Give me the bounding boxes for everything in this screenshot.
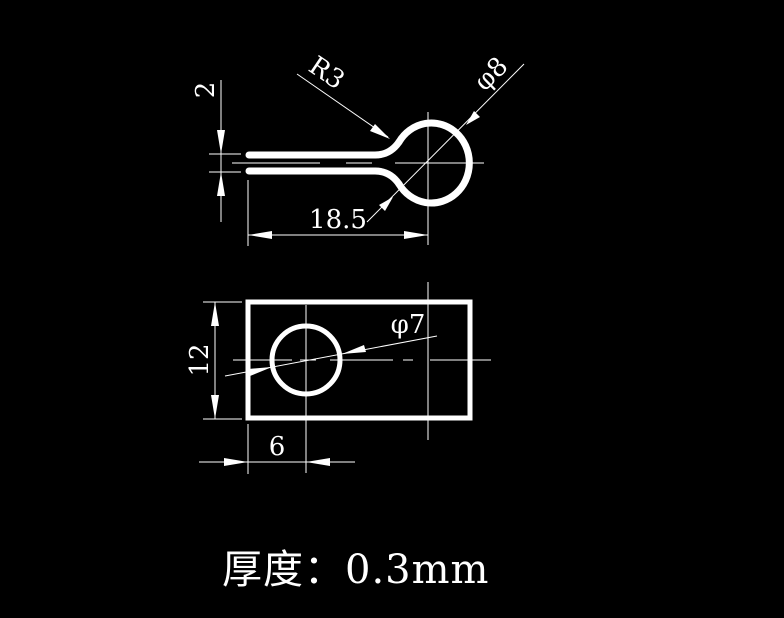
front-view-plate: 12 φ7 6 — [185, 282, 491, 474]
thickness-caption: 厚度：0.3mm — [222, 537, 489, 595]
dim-gap: 2 — [191, 82, 221, 99]
thickness-value: 0.3mm — [345, 547, 490, 593]
dim-hole-offset: 6 — [269, 432, 286, 462]
dim-height: 12 — [185, 343, 215, 376]
thickness-label: 厚度： — [222, 547, 345, 593]
dim-length: 18.5 — [309, 205, 367, 235]
dim-hole-diameter: φ7 — [391, 310, 426, 340]
